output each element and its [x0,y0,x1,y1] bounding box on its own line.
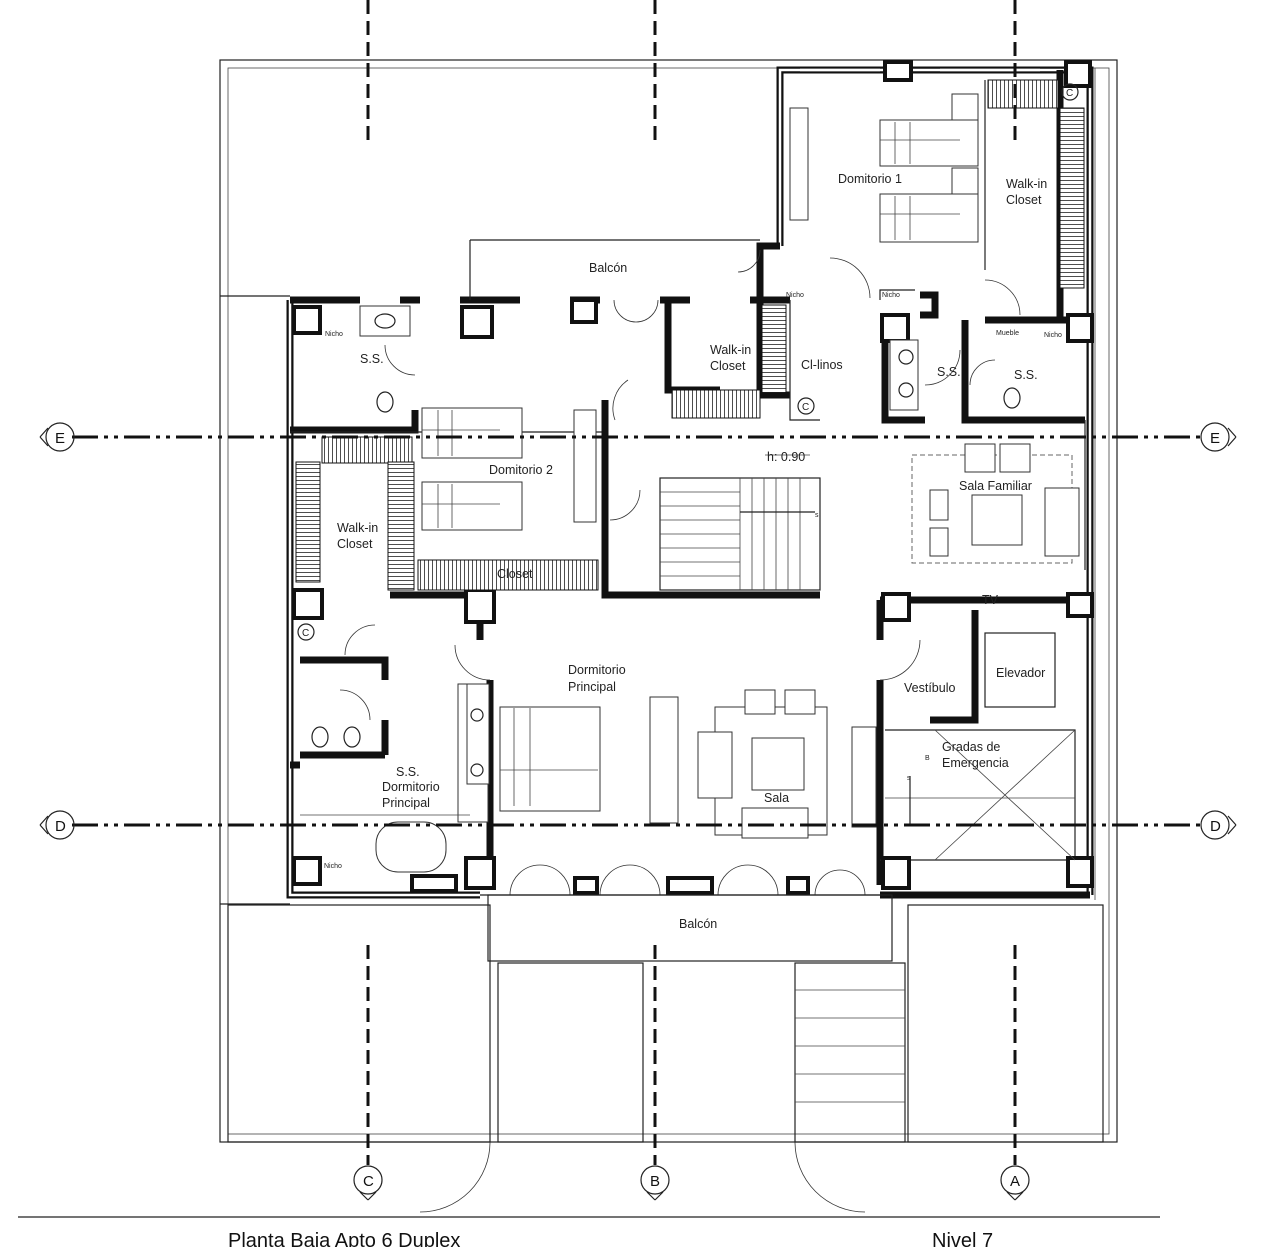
label-h-090: h: 0.90 [767,450,805,464]
label-balcon-top: Balcón [589,261,627,275]
label-ss-right: S.S. [1014,368,1038,382]
axis-c-label: C [363,1173,374,1190]
label-gradas-line1: Gradas de [942,740,1000,754]
door-swings [339,249,1021,1213]
label-gradas-line2: Emergencia [942,756,1009,770]
label-nicho-a: Nicho [786,292,804,299]
label-cl-linos: Cl-linos [801,358,843,372]
label-nicho-c: Nicho [325,331,343,338]
label-tv: TV [982,593,999,607]
label-sala-familiar: Sala Familiar [959,479,1032,493]
grid-axes [72,0,1200,1165]
label-walkin-3-line1: Walk-in [337,521,378,535]
living-room-furniture [457,683,877,839]
c-mark-2: C [302,628,309,639]
label-walkin-1-line1: Walk-in [1006,177,1047,191]
axis-bubble-c: C [353,1165,383,1201]
label-ss-principal-line3: Principal [382,796,430,810]
axis-bubble-e-right: E [1200,422,1237,452]
label-sala: Sala [764,791,789,805]
label-closet: Closet [497,567,533,581]
family-room-furniture [911,443,1080,564]
bath-fixtures: C C [297,305,1021,873]
axis-d-right-label: D [1210,818,1221,835]
label-balcon-bottom: Balcón [679,917,717,931]
label-mueble: Mueble [996,330,1019,337]
axis-e-left-label: E [55,430,65,447]
title-block: Planta Baja Apto 6 Duplex Nivel 7 [18,1216,1160,1247]
bedroom-2-furniture [421,407,597,531]
label-dormitorio-2: Domitorio 2 [489,463,553,477]
label-dormitorio-1: Domitorio 1 [838,172,902,186]
label-elevador: Elevador [996,666,1045,680]
label-nicho-b: Nicho [882,292,900,299]
axis-e-right-label: E [1210,430,1220,447]
label-walkin-2-line1: Walk-in [710,343,751,357]
label-ss-principal-line1: S.S. [396,765,420,779]
label-nicho-e: Nicho [324,863,342,870]
footer-title-left: Planta Baja Apto 6 Duplex [228,1230,460,1247]
room-labels: Domitorio 1 Walk-in Closet Balcón Nicho … [324,172,1062,931]
axis-bubble-b: B [640,1165,670,1201]
axis-bubble-d-left: D [39,810,75,840]
axis-d-left-label: D [55,818,66,835]
lower-balcony [227,894,1104,1143]
label-ss-mid: S.S. [937,365,961,379]
c-mark-1: C [1066,88,1073,99]
label-ss-principal-line2: Dormitorio [382,780,440,794]
label-nicho-d: Nicho [1044,332,1062,339]
footer-title-right: Nivel 7 [932,1230,993,1247]
label-walkin-1-line2: Closet [1006,193,1042,207]
label-walkin-2-line2: Closet [710,359,746,373]
label-walkin-3-line2: Closet [337,537,373,551]
stair-s-1: s [815,512,819,519]
stair-s-2: s [907,775,911,782]
axis-bubble-e-left: E [39,422,75,452]
bedroom-1-furniture: C [789,83,1079,243]
columns [292,60,1094,895]
elevator-and-emergency-stairs: s B [885,632,1076,861]
axis-bubble-a: A [1000,1165,1030,1201]
label-dorm-principal-line2: Principal [568,680,616,694]
axis-b-label: B [650,1173,660,1190]
axis-a-label: A [1010,1173,1020,1190]
label-ss-left: S.S. [360,352,384,366]
main-staircase: s [659,454,821,591]
stair-b: B [925,755,930,762]
c-mark-3: C [802,402,809,413]
label-vestibulo: Vestíbulo [904,681,955,695]
label-dorm-principal-line1: Dormitorio [568,663,626,677]
axis-bubble-d-right: D [1200,810,1237,840]
site-boundary [219,59,1118,1143]
closets-hatch [295,79,1085,591]
